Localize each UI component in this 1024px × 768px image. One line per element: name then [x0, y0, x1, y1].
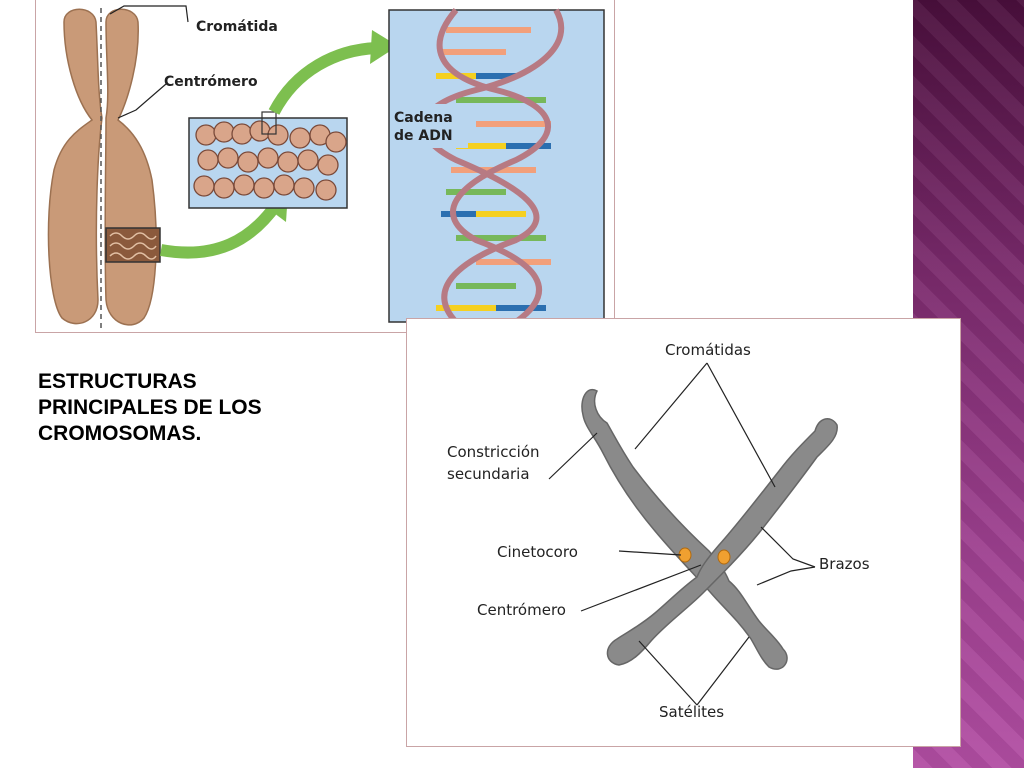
tan-chromosome: [47, 8, 161, 332]
chromatin-coil-box: [188, 111, 348, 209]
gray-chromosome: [581, 388, 838, 670]
label-cinetocoro: Cinetocoro: [497, 543, 578, 561]
label-brazos: Brazos: [819, 555, 870, 573]
gray-chromosome-illustration: Cromátidas Constricción secundaria Cinet…: [447, 341, 870, 721]
label-centromero: Centrómero: [164, 74, 258, 90]
label-satelites: Satélites: [659, 703, 724, 721]
label-cromatida: Cromátida: [196, 19, 278, 35]
label-de-adn: de ADN: [394, 128, 453, 144]
chromosome-structure-diagram: Cromátidas Constricción secundaria Cinet…: [406, 318, 961, 747]
dna-double-helix-box: Cadena de ADN: [388, 8, 605, 325]
label-cadena: Cadena: [394, 110, 453, 126]
green-arrow-2-head: [370, 30, 398, 64]
kinetochore-right: [717, 549, 731, 565]
chromosome-dna-illustration: Cromátida Centrómero: [47, 5, 605, 332]
label-constriccion: Constricción: [447, 443, 540, 461]
label-cromatidas: Cromátidas: [665, 341, 751, 359]
slide-title: ESTRUCTURAS PRINCIPALES DE LOS CROMOSOMA…: [38, 370, 262, 445]
chromosome-dna-diagram: Cromátida Centrómero: [35, 0, 615, 333]
label-centromero: Centrómero: [477, 601, 566, 619]
label-secundaria: secundaria: [447, 465, 530, 483]
